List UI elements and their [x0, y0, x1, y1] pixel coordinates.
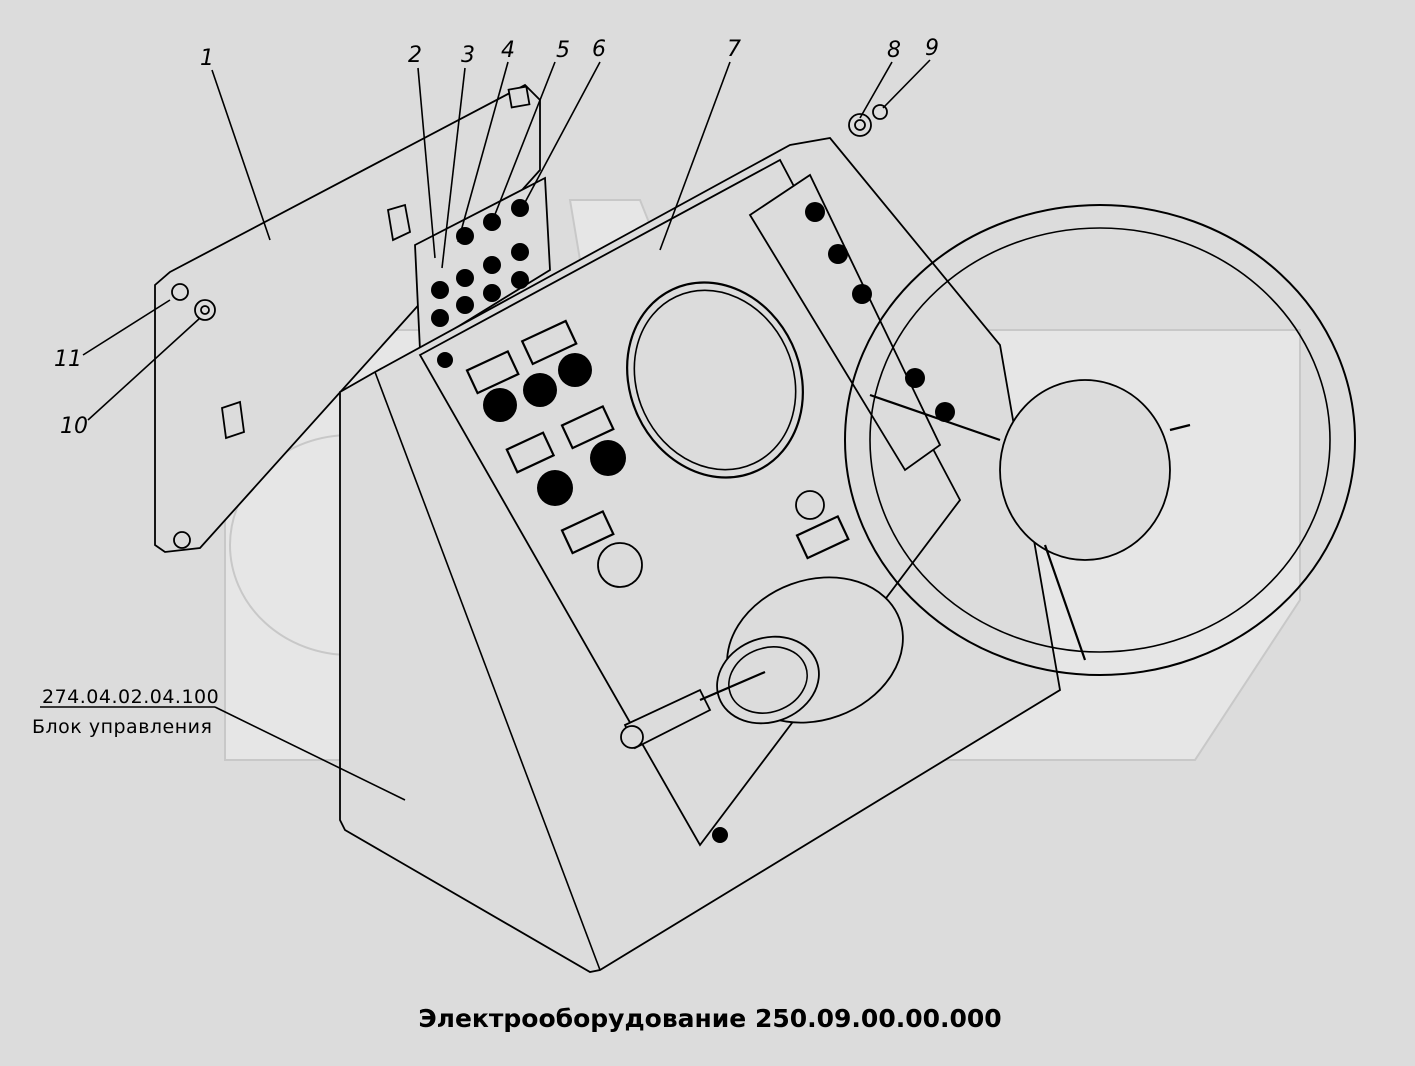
callout-5: 5: [556, 38, 570, 63]
subassembly-name: Блок управления: [32, 716, 212, 738]
callout-8: 8: [887, 38, 901, 63]
subassembly-code: 274.04.02.04.100: [42, 686, 219, 708]
callout-4: 4: [501, 38, 515, 63]
diagram-title: Электрооборудование 250.09.00.00.000: [418, 1004, 1001, 1033]
cover-panel: [154, 83, 541, 553]
callout-leaders: [40, 59, 931, 801]
callout-7: 7: [727, 37, 741, 62]
nut-and-washer: [848, 104, 888, 137]
control-console: [339, 137, 1061, 973]
callout-9: 9: [925, 36, 939, 61]
callout-11: 11: [54, 347, 82, 372]
steering-wheel: [844, 204, 1356, 676]
callout-2: 2: [408, 43, 422, 68]
callout-1: 1: [200, 46, 214, 71]
callout-10: 10: [60, 414, 88, 439]
callout-6: 6: [592, 37, 606, 62]
callout-3: 3: [461, 43, 475, 68]
callout-labels: 1 2 3 4 5 6 7 8 9 10 11: [54, 36, 939, 439]
